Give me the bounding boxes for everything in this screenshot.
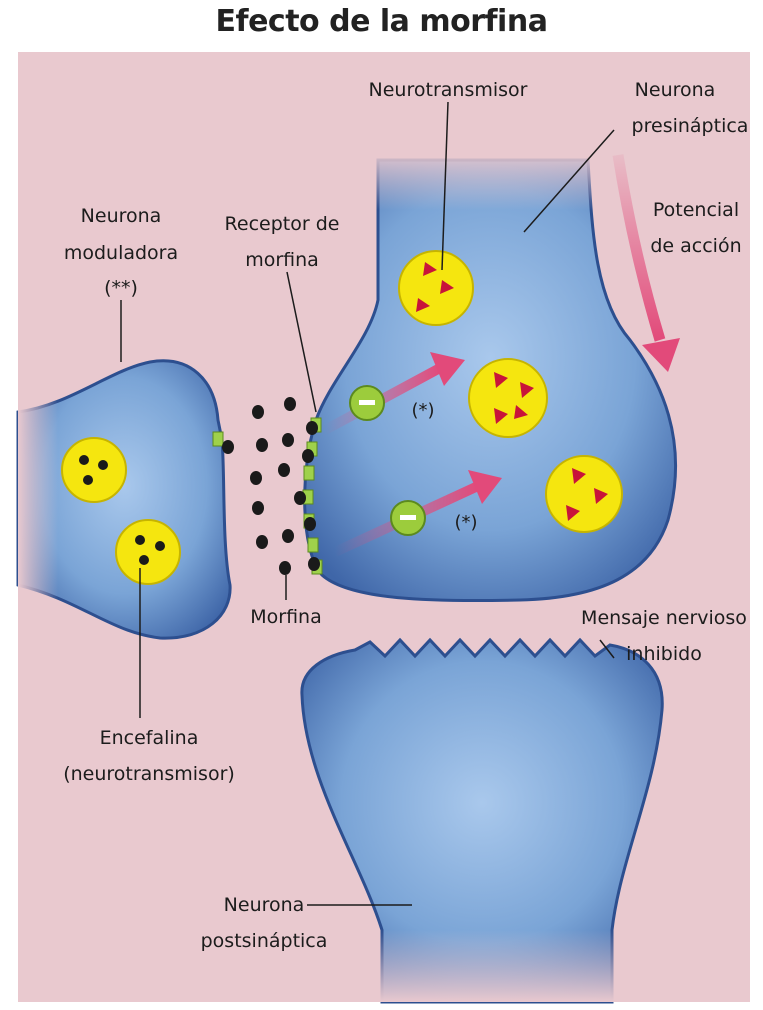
label-moduladora-2: moduladora bbox=[64, 242, 178, 264]
morphine-dot bbox=[282, 433, 294, 447]
label-neurona-presinaptica-1: Neurona bbox=[635, 79, 716, 101]
morphine-dot bbox=[256, 535, 268, 549]
morphine-dot bbox=[252, 405, 264, 419]
label-moduladora-1: Neurona bbox=[81, 205, 162, 227]
label-encefalina-1: Encefalina bbox=[100, 727, 199, 749]
vesicle bbox=[62, 438, 126, 502]
label-neurotransmisor: Neurotransmisor bbox=[369, 79, 528, 101]
label-potencial-1: Potencial bbox=[653, 199, 739, 221]
label-mensaje-2: inhibido bbox=[626, 643, 702, 665]
morphine-dot bbox=[278, 463, 290, 477]
morphine-dot bbox=[306, 421, 318, 435]
morphine-dot bbox=[302, 449, 314, 463]
morphine-dot bbox=[252, 501, 264, 515]
vesicle bbox=[469, 359, 547, 437]
vesicle bbox=[116, 520, 180, 584]
morphine-dot bbox=[304, 517, 316, 531]
modulatory-left-fade bbox=[18, 400, 58, 600]
morphine-dot bbox=[256, 438, 268, 452]
label-encefalina-2: (neurotransmisor) bbox=[63, 763, 235, 785]
morphine-dot bbox=[284, 397, 296, 411]
morphine-dot bbox=[308, 557, 320, 571]
label-asterisk-1: (*) bbox=[411, 400, 434, 421]
label-receptor-1: Receptor de bbox=[225, 213, 340, 235]
receptor bbox=[308, 538, 318, 552]
morphine-dot bbox=[279, 561, 291, 575]
postsynaptic-bottom-fade bbox=[370, 930, 630, 1002]
label-potencial-2: de acción bbox=[650, 235, 741, 257]
morphine-dot bbox=[282, 529, 294, 543]
label-postsinaptica-1: Neurona bbox=[224, 894, 305, 916]
receptor bbox=[304, 466, 314, 480]
label-moduladora-3: (**) bbox=[104, 277, 138, 299]
presynaptic-top-fade bbox=[360, 150, 610, 210]
receptor bbox=[213, 432, 223, 446]
morphine-dot bbox=[250, 471, 262, 485]
vesicle bbox=[546, 456, 622, 532]
morphine-dot bbox=[222, 440, 234, 454]
vesicle bbox=[399, 251, 473, 325]
morphine-dot bbox=[294, 491, 306, 505]
label-mensaje-1: Mensaje nervioso bbox=[581, 607, 747, 629]
label-receptor-2: morfina bbox=[245, 249, 319, 271]
label-postsinaptica-2: postsináptica bbox=[201, 930, 328, 952]
label-asterisk-2: (*) bbox=[454, 512, 477, 533]
label-neurona-presinaptica-2: presináptica bbox=[632, 115, 749, 137]
label-morfina: Morfina bbox=[250, 606, 321, 628]
